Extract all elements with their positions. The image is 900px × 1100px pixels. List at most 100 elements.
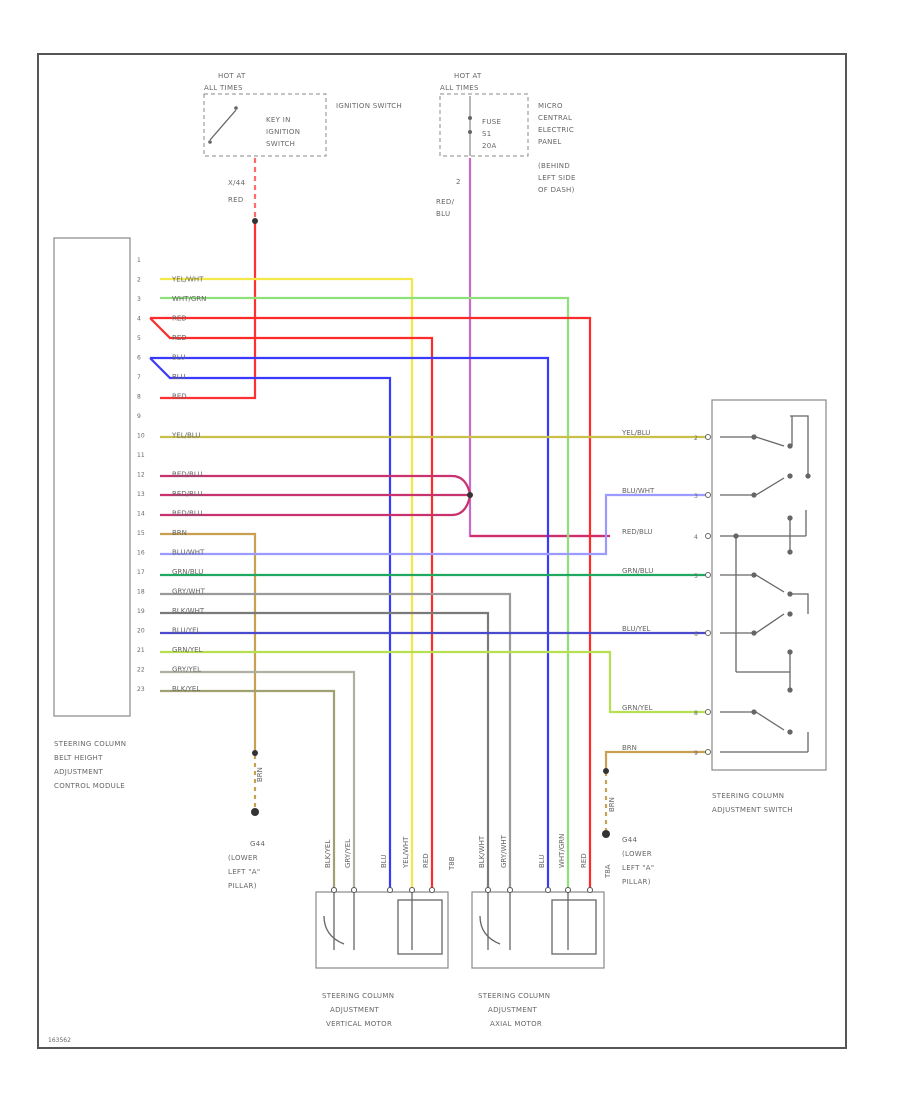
module-pin-wire-label: BLK/YEL	[172, 685, 200, 693]
module-pin-wire-label: RED/BLU	[172, 510, 203, 518]
cep-wire-color-1: RED/	[436, 198, 455, 206]
switch-terminal-pin: 8	[694, 710, 698, 717]
vertical-motor-wire-label: BLK/YEL	[324, 840, 332, 868]
module-pin-wire-label: RED	[172, 393, 187, 401]
cep-fuse-line-3: 20A	[482, 142, 497, 150]
switch-terminal-connector	[705, 709, 711, 715]
module-pin-wire-label: BLK/WHT	[172, 607, 205, 615]
switch-terminal-pin: 3	[694, 493, 698, 500]
module-pin-number: 2	[137, 277, 141, 284]
axial-motor-wire-label: BLU	[538, 855, 546, 868]
module-pin-number: 3	[137, 296, 141, 303]
cep-panel-line: PANEL	[538, 138, 562, 146]
switch-terminal-connector	[705, 434, 711, 440]
module-pin-number: 21	[137, 647, 145, 654]
switch-terminal-connector	[705, 630, 711, 636]
ground-right-wire: BRN	[608, 797, 616, 812]
module-pin-wire-label: BRN	[172, 529, 187, 537]
module-pin-number: 12	[137, 472, 145, 479]
switch-terminal-wire-label: GRN/BLU	[622, 567, 653, 575]
adjustment-switch: YEL/BLU2BLU/WHT3RED/BLU4GRN/BLU5BLU/YEL6…	[621, 399, 827, 814]
module-pin-wire-label: RED	[172, 334, 187, 342]
axial-motor-connector-pin	[565, 887, 571, 893]
module-pin-number: 6	[137, 355, 141, 362]
axial-motor-wire-label: GRY/WHT	[500, 834, 508, 868]
vertical-motor-connector-pin	[409, 887, 415, 893]
switch-terminal-wire-label: BLU/YEL	[622, 625, 651, 633]
vertical-motor-name-line: VERTICAL MOTOR	[326, 1020, 392, 1028]
module-pin-number: 13	[137, 491, 145, 498]
cep-hot-label: HOT AT	[454, 72, 482, 80]
module-pin-wire-label: RED/BLU	[172, 490, 203, 498]
cep-panel-line: ELECTRIC	[538, 126, 574, 134]
switch-terminal-connector	[705, 492, 711, 498]
key-line-2: IGNITION	[266, 128, 300, 136]
axial-motor-connector-pin	[587, 887, 593, 893]
ground-left-wire: BRN	[256, 767, 264, 782]
key-line-3: SWITCH	[266, 140, 295, 148]
vertical-motor-wire-label: RED	[422, 853, 430, 868]
module-pin-wire-label: GRN/YEL	[172, 646, 203, 654]
module-pin-number: 16	[137, 550, 145, 557]
vertical-motor-wire-label: YEL/WHT	[402, 836, 410, 869]
cep-hot-label2: ALL TIMES	[440, 84, 479, 92]
module-pin-wire-label: BLU/YEL	[172, 627, 201, 635]
switch-terminal-connector	[705, 572, 711, 578]
module-pin-number: 7	[137, 374, 141, 381]
ground-left-line: (LOWER	[228, 854, 258, 862]
switch-name-line: ADJUSTMENT SWITCH	[712, 806, 793, 814]
module-pin-number: 10	[137, 433, 145, 440]
ground-left-line: PILLAR)	[228, 882, 257, 890]
switch-terminal-pin: 4	[694, 534, 698, 541]
module-pin-number: 5	[137, 335, 141, 342]
switch-terminal-pin: 6	[694, 631, 698, 638]
module-pin-wire-label: WHT/GRN	[172, 295, 206, 303]
axial-motor-name-line: STEERING COLUMN	[478, 992, 550, 1000]
module-pin-wire-label: BLU/WHT	[172, 549, 205, 557]
vertical-motor-name-line: ADJUSTMENT	[330, 1006, 379, 1014]
cep-wire-color-2: BLU	[436, 210, 450, 218]
module-pin-number: 14	[137, 511, 145, 518]
axial-motor-name-line: AXIAL MOTOR	[490, 1020, 542, 1028]
switch-terminal-pin: 9	[694, 750, 698, 757]
diagram-frame	[37, 53, 847, 1049]
module-pin-wire-label: RED	[172, 315, 187, 323]
module-name-line: CONTROL MODULE	[54, 782, 125, 790]
module-pin-number: 20	[137, 628, 145, 635]
module-pin-number: 1	[137, 257, 141, 264]
axial-motor-connector-pin	[485, 887, 491, 893]
switch-terminal-pin: 2	[694, 435, 698, 442]
vertical-motor-connector-pin	[331, 887, 337, 893]
module-pin-wire-label: GRY/WHT	[172, 588, 206, 596]
ignition-switch: HOT AT ALL TIMES IGNITION SWITCH KEY IN …	[203, 72, 402, 204]
axial-motor-name-line: ADJUSTMENT	[488, 1006, 537, 1014]
cep-fuse-line-1: FUSE	[482, 118, 501, 126]
switch-terminal-pin: 5	[694, 573, 698, 580]
module-pin-number: 11	[137, 452, 145, 459]
module-pin-wire-label: YEL/WHT	[171, 276, 204, 284]
module-pin-number: 17	[137, 569, 145, 576]
ignition-switch-label: IGNITION SWITCH	[336, 102, 402, 110]
module-pin-number: 18	[137, 589, 145, 596]
switch-terminal-wire-label: BLU/WHT	[622, 487, 655, 495]
vertical-motor-connector-pin	[351, 887, 357, 893]
module-pin-number: 22	[137, 667, 145, 674]
vertical-motor-connector-pin	[387, 887, 393, 893]
module-name-line: BELT HEIGHT	[54, 754, 103, 762]
axial-motor-wire-label: WHT/GRN	[558, 834, 566, 868]
module-name-line: ADJUSTMENT	[54, 768, 103, 776]
module-pin-wire-label: YEL/BLU	[171, 432, 200, 440]
vertical-motor-name-line: STEERING COLUMN	[322, 992, 394, 1000]
cep-panel-line: MICRO	[538, 102, 563, 110]
switch-terminal-list: YEL/BLU2BLU/WHT3RED/BLU4GRN/BLU5BLU/YEL6…	[621, 429, 711, 757]
ground-left-line: LEFT "A"	[228, 868, 260, 876]
module-pin-number: 9	[137, 413, 141, 420]
vertical-motor-connector-pin	[429, 887, 435, 893]
switch-terminal-wire-label: RED/BLU	[622, 528, 653, 536]
ground-right-line: PILLAR)	[622, 878, 651, 886]
ground-right: BRN G44 (LOWER LEFT "A" PILLAR)	[602, 797, 654, 886]
